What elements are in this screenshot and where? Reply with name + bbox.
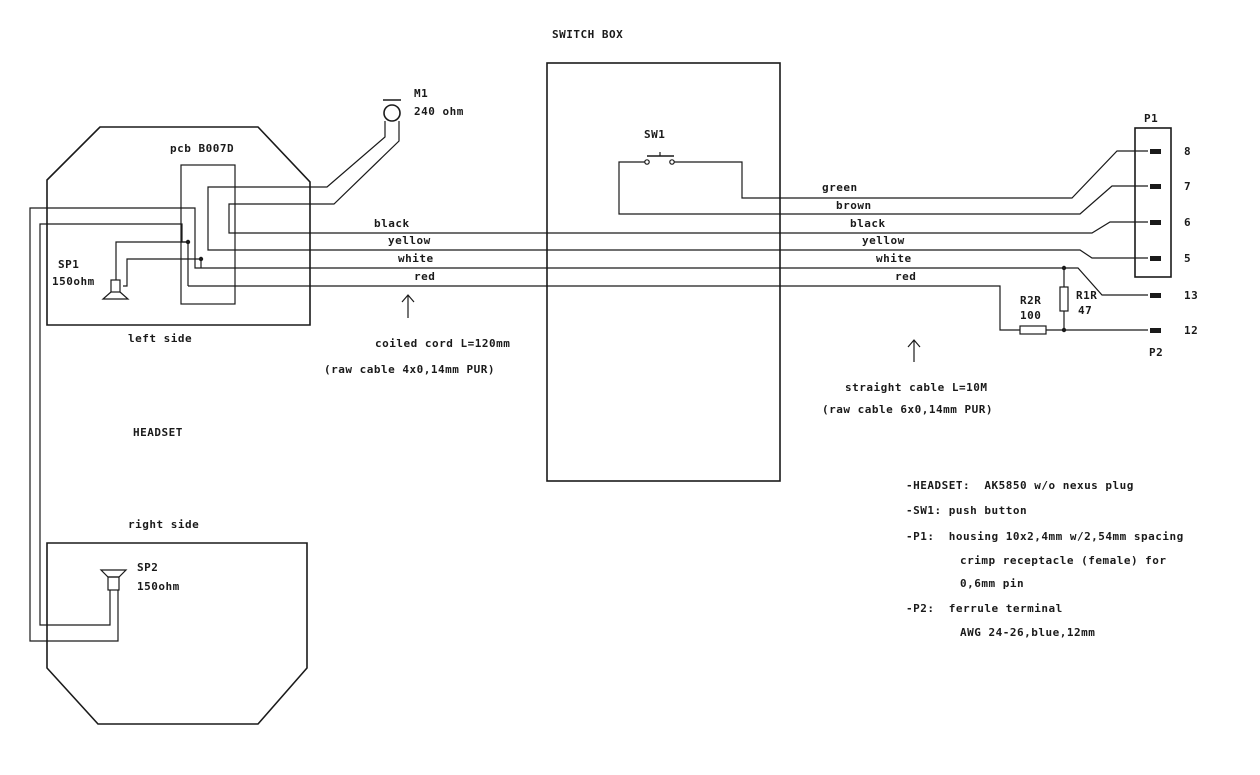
pin-number: 5 [1184,252,1191,265]
note-p1-line2: crimp receptacle (female) for [960,554,1167,567]
right-wire-red: red [895,270,916,283]
left-wire-yellow: yellow [388,234,431,247]
pin-number: 6 [1184,216,1191,229]
sp1-label: SP1 [58,258,79,271]
wire-yellow-right [547,249,1148,259]
wire-black-right [547,221,1148,234]
right-side-label: right side [128,518,199,531]
note-p1-line3: 0,6mm pin [960,577,1024,590]
right-wire-brown: brown [836,199,872,212]
pcb-label: pcb B007D [170,142,234,155]
p2-label: P2 [1149,346,1163,359]
r1-label: R1R [1076,289,1097,302]
switch-box [546,62,781,482]
straight-title: straight cable L=10M [845,381,987,394]
note-sw1: -SW1: push button [906,504,1027,517]
wire-brown [618,161,1148,215]
pin-icon [1150,184,1161,189]
sp2-wire-inner [39,223,188,626]
pin-icon [1150,256,1161,261]
resistor-r1-icon [1059,286,1069,312]
sp2-wire-outer [29,207,201,642]
wire-white-right [547,267,1148,296]
right-wire-green: green [822,181,858,194]
pcb-outline [180,164,236,305]
right-wire-white: white [876,252,912,265]
coiled-title: coiled cord L=120mm [375,337,510,350]
right-earcup [46,542,308,725]
pin-icon [1150,220,1161,225]
note-p1-line1: -P1: housing 10x2,4mm w/2,54mm spacing [906,530,1184,543]
push-button-icon [644,152,675,165]
left-side-label: left side [128,332,192,345]
r1-value: 47 [1078,304,1092,317]
resistor-r2-icon [1019,325,1047,335]
sp1-wire-a [115,241,188,280]
left-wire-red: red [414,270,435,283]
r2-value: 100 [1020,309,1041,322]
pin-number: 13 [1184,289,1198,302]
mic-wire-b [228,121,547,234]
sp1-wire-b [123,258,201,287]
note-headset: -HEADSET: AK5850 w/o nexus plug [906,479,1134,492]
m1-value: 240 ohm [414,105,464,118]
switch-box-title: SWITCH BOX [552,28,623,41]
pin-number: 8 [1184,145,1191,158]
pin-icon [1150,328,1161,333]
sp2-label: SP2 [137,561,158,574]
pin-icon [1150,293,1161,298]
m1-label: M1 [414,87,428,100]
wire-green [674,150,1148,199]
right-wire-black: black [850,217,886,230]
connector-p1 [1134,127,1172,278]
coiled-arrow-icon [401,294,415,318]
left-wire-black: black [374,217,410,230]
mic-wire-a [207,121,547,251]
speaker-sp1-icon [101,279,130,300]
coiled-spec: (raw cable 4x0,14mm PUR) [324,363,495,376]
r2-label: R2R [1020,294,1041,307]
note-p2-line1: -P2: ferrule terminal [906,602,1063,615]
pin-number: 7 [1184,180,1191,193]
pin-number: 12 [1184,324,1198,337]
speaker-sp2-icon [99,569,128,591]
straight-arrow-icon [907,339,921,362]
microphone-icon [383,99,401,122]
left-earcup [46,126,311,326]
headset-label: HEADSET [133,426,183,439]
straight-spec: (raw cable 6x0,14mm PUR) [822,403,993,416]
sw1-label: SW1 [644,128,665,141]
p1-label: P1 [1144,112,1158,125]
note-p2-line2: AWG 24-26,blue,12mm [960,626,1095,639]
wire-red-right [547,285,1020,331]
sp2-value: 150ohm [137,580,180,593]
left-wire-white: white [398,252,434,265]
right-wire-yellow: yellow [862,234,905,247]
pin-icon [1150,149,1161,154]
sp1-value: 150ohm [52,275,95,288]
